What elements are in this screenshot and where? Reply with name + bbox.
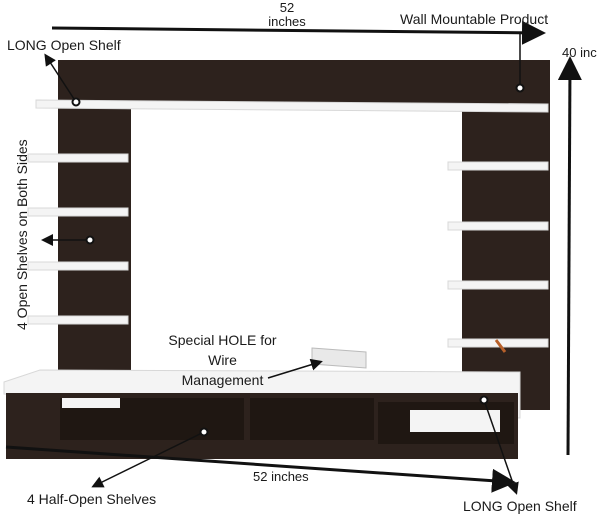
long-top-shelf (35, 99, 549, 113)
tv-opening (131, 110, 462, 372)
wire-hole-label-line1: Special HOLE for (168, 332, 277, 348)
left-column (58, 104, 131, 372)
left-shelf-1 (27, 153, 129, 163)
left-shelf-4 (27, 315, 129, 325)
top-width-value: 52 (279, 0, 295, 15)
right-shelf-3 (447, 280, 549, 290)
compartment-3 (250, 398, 374, 440)
top-panel (58, 60, 550, 104)
wall-mountable-label: Wall Mountable Product (400, 11, 549, 27)
half-open-shelves-label: 4 Half-Open Shelves (27, 491, 157, 507)
height-dimension: 40 inc (562, 45, 597, 60)
right-shelf-2 (447, 221, 549, 231)
long-shelf-top-label: LONG Open Shelf (7, 37, 121, 53)
width-arrow-bottom (5, 445, 516, 493)
left-shelf-2 (27, 207, 129, 217)
top-width-unit: inches (268, 14, 306, 29)
bottom-width-dimension: 52 inches (253, 469, 309, 484)
side-shelves-label: 4 Open Shelves on Both Sides (14, 139, 30, 330)
right-column (462, 104, 550, 410)
right-shelf-1 (447, 161, 549, 171)
width-arrow-top (51, 20, 546, 45)
long-shelf-bottom-label: LONG Open Shelf (463, 498, 577, 514)
left-shelf-3 (27, 261, 129, 271)
compartment-2 (124, 398, 244, 440)
wire-hole-label-line3: Management (181, 372, 264, 388)
wire-hole-label-line2: Wire (208, 352, 237, 368)
wire-hole-plate (311, 347, 367, 369)
height-arrow (557, 56, 582, 456)
